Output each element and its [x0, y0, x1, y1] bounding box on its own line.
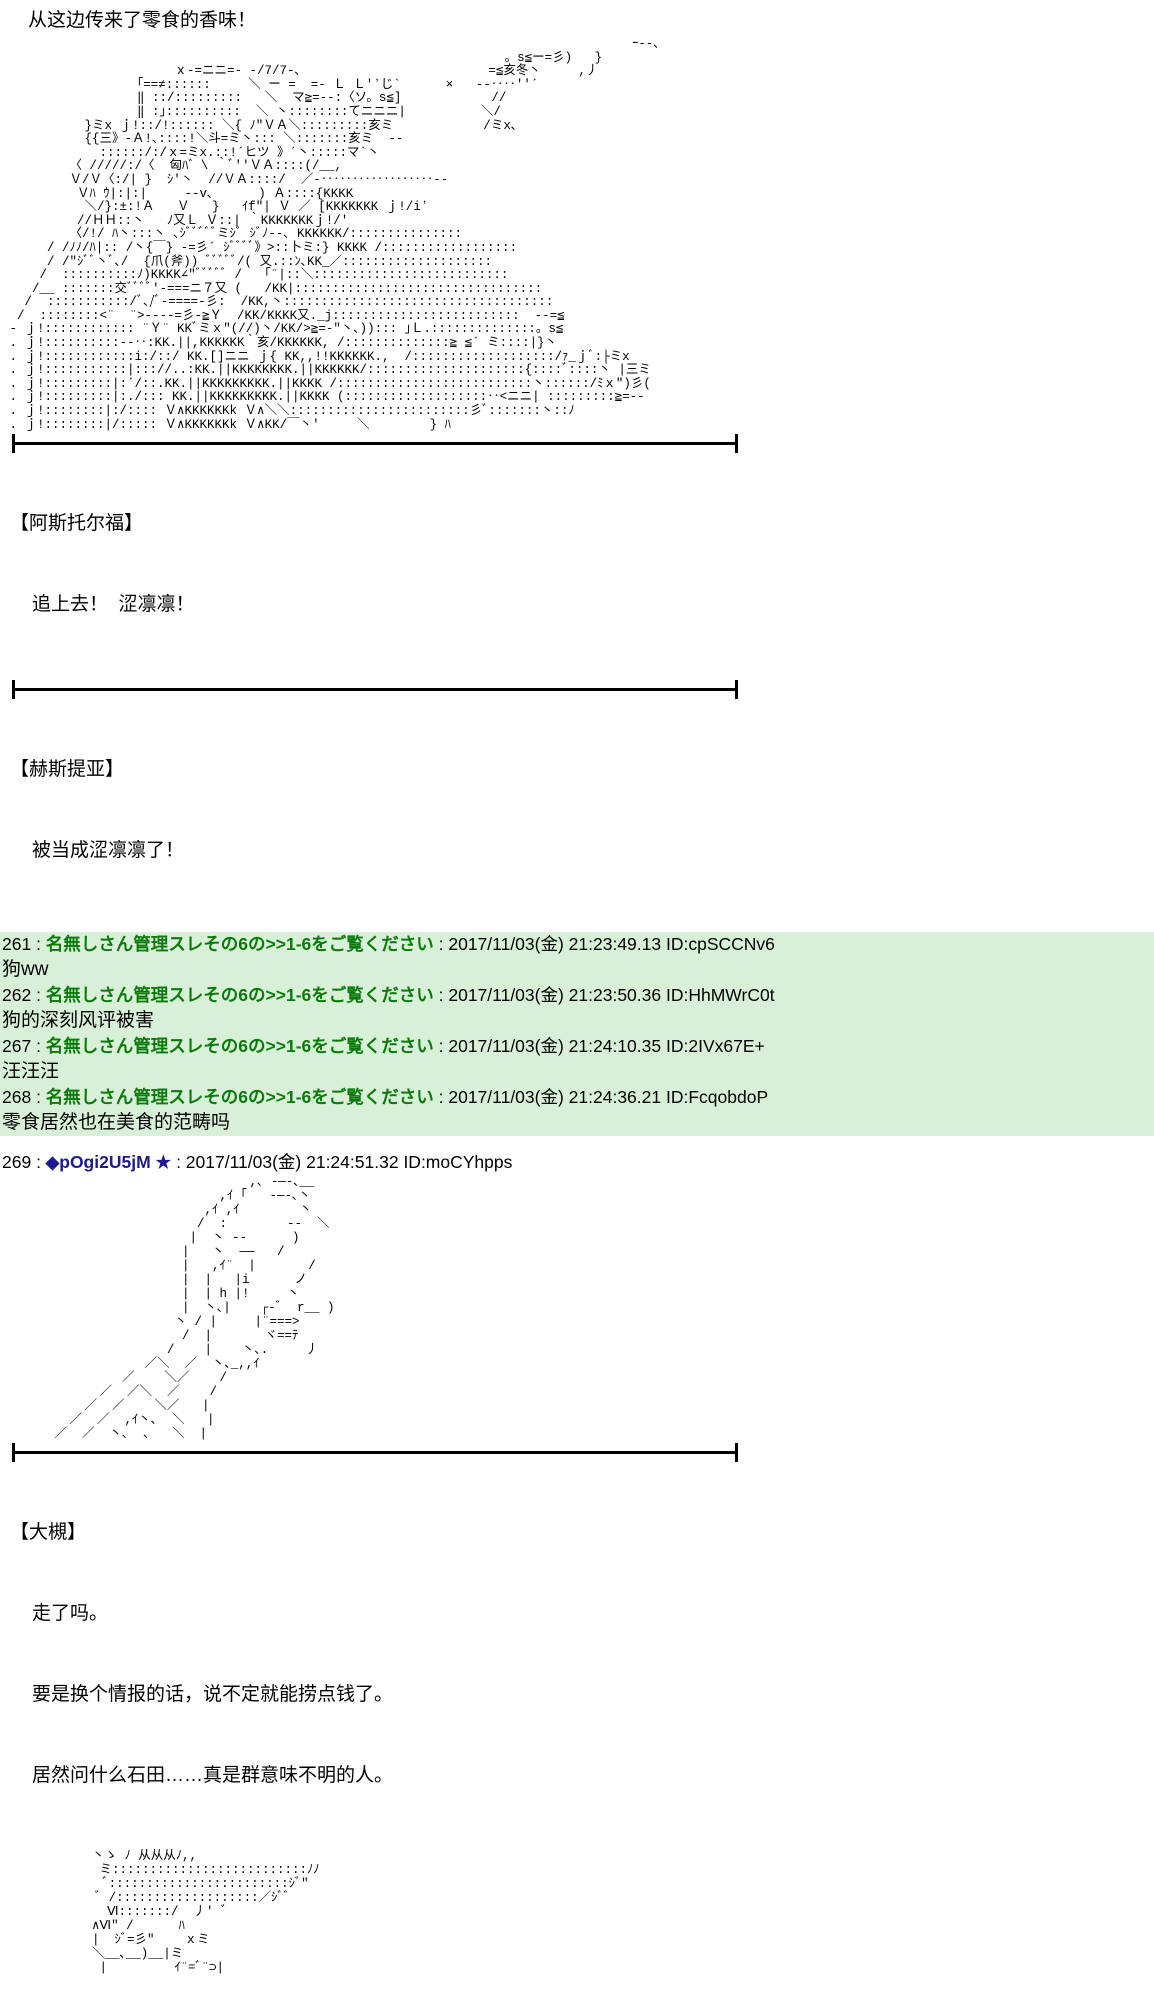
post-separator: : [31, 1036, 46, 1057]
post-id: ID:FcqobdoP [666, 1087, 769, 1108]
ascii-art-mid-scene: ,､ -―-､__ ,ｲ ｢ -―-､丶 ,ｲ ,ｲ 丶 / : ‐‐ ＼ | … [54, 1175, 335, 1442]
separator-tick-right [735, 434, 738, 454]
spacer [0, 1136, 1154, 1150]
ascii-art-bottom-scene: 丶ゝ ﾉ 从从从ﾉ,, ミ::::::::::::::::::::::::::ﾉ… [92, 1849, 320, 1976]
post-body: 零食居然也在美食的范畴吗 [0, 1110, 1154, 1137]
post-header: 268 : 名無しさん管理スレその6の>>1-6をご覧ください : 2017/1… [0, 1085, 1154, 1111]
dialogue-line: 走了吗。 [32, 1603, 109, 1625]
post-date: 2017/11/03(金) 21:24:36.21 [448, 1087, 662, 1108]
speaker-name: 【大槻】 [10, 1522, 87, 1544]
post-267: 267 : 名無しさん管理スレその6の>>1-6をご覧ください : 2017/1… [0, 1034, 1154, 1086]
dialogue-otsuki: 【大槻】 走了吗。 要是换个情报的话，说不定就能捞点钱了。 居然问什么石田……真… [0, 1463, 1154, 1849]
post-id: ID:moCYhpps [403, 1152, 513, 1173]
post-id: ID:cpSCCNv6 [666, 934, 775, 955]
post-number[interactable]: 269 [2, 1152, 32, 1173]
post-header: 267 : 名無しさん管理スレその6の>>1-6をご覧ください : 2017/1… [0, 1034, 1154, 1060]
post-separator-2: : [433, 934, 449, 955]
post-author: ◆pOgi2U5jM ★ [45, 1152, 172, 1173]
speaker-name: 【阿斯托尔福】 [10, 513, 144, 535]
post-date: 2017/11/03(金) 21:23:49.13 [448, 934, 662, 955]
dialogue-line: 追上去！ 涩凛凛！ [32, 594, 195, 616]
post-separator-2: : [433, 1036, 449, 1057]
post-separator-2: : [433, 985, 449, 1006]
post-author: 名無しさん管理スレその6の>>1-6をご覧ください [45, 1036, 434, 1057]
dialogue-line: 要是换个情报的话，说不定就能捞点钱了。 [32, 1684, 394, 1706]
post-262: 262 : 名無しさん管理スレその6の>>1-6をご覧ください : 2017/1… [0, 983, 1154, 1035]
separator-bar [12, 442, 738, 446]
post-separator-2: : [171, 1152, 186, 1173]
narration-top: 从这边传来了零食的香味！ [28, 10, 257, 31]
speaker-name: 【赫斯提亚】 [10, 759, 125, 781]
post-date: 2017/11/03(金) 21:24:51.32 [185, 1152, 399, 1173]
post-269: 269 : ◆pOgi2U5jM ★ : 2017/11/03(金) 21:24… [0, 1150, 1154, 1175]
post-id: ID:HhMWrC0t [666, 985, 775, 1006]
post-number[interactable]: 262 [2, 985, 32, 1006]
post-header: 262 : 名無しさん管理スレその6の>>1-6をご覧ください : 2017/1… [0, 983, 1154, 1009]
post-header: 269 : ◆pOgi2U5jM ★ : 2017/11/03(金) 21:24… [0, 1150, 1154, 1175]
post-number[interactable]: 268 [2, 1087, 32, 1108]
post-id: ID:2IVx67E+ [666, 1036, 765, 1057]
post-author: 名無しさん管理スレその6の>>1-6をご覧ください [45, 934, 434, 955]
separator-tick-right [735, 680, 738, 700]
separator-3 [0, 1443, 1154, 1463]
post-number[interactable]: 261 [2, 934, 32, 955]
post-separator-2: : [433, 1087, 449, 1108]
post-separator: : [31, 985, 46, 1006]
post-268: 268 : 名無しさん管理スレその6の>>1-6をご覧ください : 2017/1… [0, 1085, 1154, 1137]
post-separator: : [31, 934, 46, 955]
dialogue-astolfo: 【阿斯托尔福】 追上去！ 涩凛凛！ [0, 454, 1154, 678]
post-date: 2017/11/03(金) 21:23:50.36 [448, 985, 662, 1006]
post-separator: : [31, 1087, 46, 1108]
separator-tick-right [735, 1443, 738, 1463]
ascii-art-main-scene: ｰ‐-､ 。s≦ー=彡) } ｘ-=ニニ=- -/7/7-､ =≦亥冬丶 ,丿 … [9, 38, 660, 432]
post-header: 261 : 名無しさん管理スレその6の>>1-6をご覧ください : 2017/1… [0, 932, 1154, 958]
post-author: 名無しさん管理スレその6の>>1-6をご覧ください [45, 1087, 434, 1108]
post-body: 狗ww [0, 957, 1154, 984]
dialogue-hestia: 【赫斯提亚】 被当成涩凛凛了！ [0, 700, 1154, 924]
post-separator: : [31, 1152, 46, 1173]
dialogue-line: 被当成涩凛凛了！ [32, 840, 185, 862]
separator-bar [12, 1451, 738, 1455]
post-body: 狗的深刻风评被害 [0, 1008, 1154, 1035]
post-261: 261 : 名無しさん管理スレその6の>>1-6をご覧ください : 2017/1… [0, 932, 1154, 984]
spacer [0, 924, 1154, 932]
post-body: 汪汪汪 [0, 1059, 1154, 1086]
separator-2 [0, 680, 1154, 700]
dialogue-line: 居然问什么石田……真是群意味不明的人。 [32, 1765, 394, 1787]
separator-1 [0, 434, 1154, 454]
separator-bar [12, 688, 738, 692]
post-number[interactable]: 267 [2, 1036, 32, 1057]
post-author: 名無しさん管理スレその6の>>1-6をご覧ください [45, 985, 434, 1006]
post-date: 2017/11/03(金) 21:24:10.35 [448, 1036, 662, 1057]
